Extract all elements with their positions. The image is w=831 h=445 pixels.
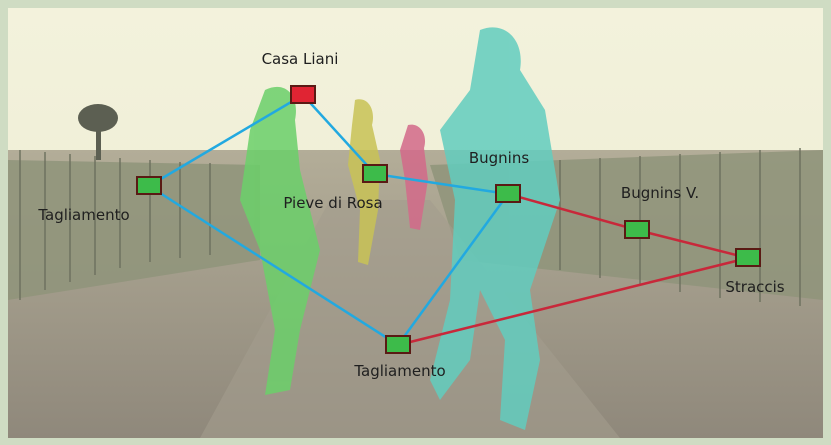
station-marker[interactable] xyxy=(735,248,761,267)
station-marker[interactable] xyxy=(290,85,316,104)
route-bugnins-bugnins-v xyxy=(507,192,638,232)
station-casa-liani[interactable]: Casa Liani xyxy=(262,50,339,104)
route-casa-liani-tagliamento-west xyxy=(148,93,304,188)
route-bugnins-tagliamento-south xyxy=(396,193,510,346)
route-tagliamento-west-tagliamento-south xyxy=(148,184,399,347)
station-marker[interactable] xyxy=(495,184,521,203)
station-tagliamento-west[interactable]: Tagliamento xyxy=(37,176,162,224)
route-straccis-tagliamento-south xyxy=(397,256,749,347)
station-marker[interactable] xyxy=(136,176,162,195)
station-marker[interactable] xyxy=(385,335,411,354)
station-bugnins[interactable]: Bugnins xyxy=(469,149,530,203)
station-marker[interactable] xyxy=(624,220,650,239)
route-casa-liani-pieve-di-rosa xyxy=(302,94,376,175)
station-bugnins-v[interactable]: Bugnins V. xyxy=(621,184,699,239)
route-pieve-di-rosa-bugnins xyxy=(374,172,509,196)
route-bugnins-v-straccis xyxy=(636,228,749,260)
station-label: Tagliamento xyxy=(353,362,445,380)
station-label: Casa Liani xyxy=(262,50,339,68)
station-label: Straccis xyxy=(725,278,784,296)
station-straccis[interactable]: Straccis xyxy=(725,248,785,296)
station-label: Bugnins xyxy=(469,149,530,167)
station-pieve-di-rosa[interactable]: Pieve di Rosa xyxy=(283,164,388,212)
station-label: Pieve di Rosa xyxy=(283,194,382,212)
station-marker[interactable] xyxy=(362,164,388,183)
station-label: Tagliamento xyxy=(37,206,129,224)
station-label: Bugnins V. xyxy=(621,184,699,202)
routes-layer xyxy=(148,93,749,347)
station-tagliamento-south[interactable]: Tagliamento xyxy=(353,335,446,380)
